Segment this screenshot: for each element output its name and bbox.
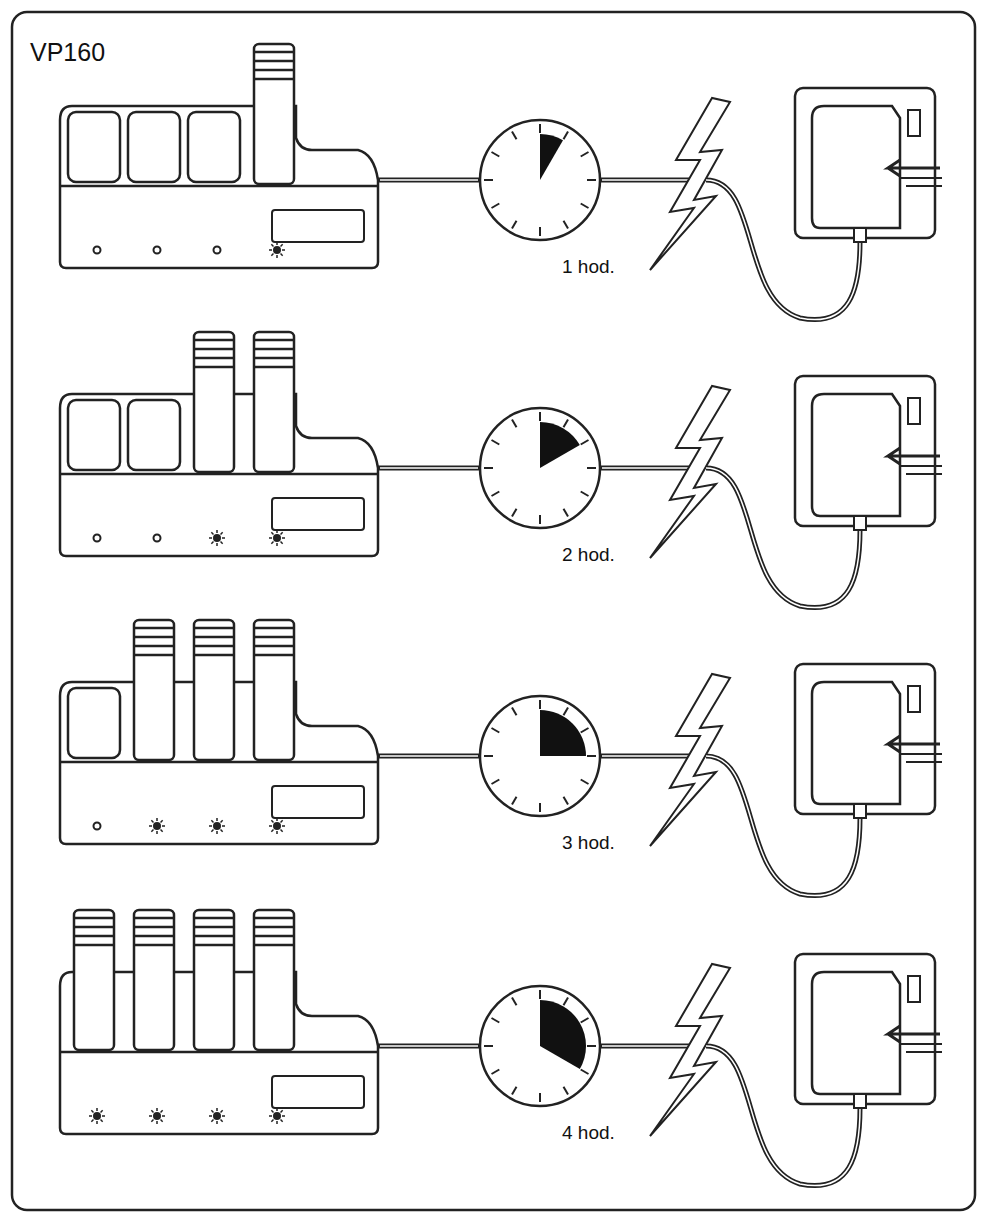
time-label: 2 hod.	[560, 544, 617, 566]
charging-row	[60, 332, 942, 608]
charging-row	[60, 910, 942, 1186]
time-label: 4 hod.	[560, 1122, 617, 1144]
time-label: 3 hod.	[560, 832, 617, 854]
charging-row	[60, 44, 942, 320]
model-title: VP160	[30, 38, 105, 67]
time-label: 1 hod.	[560, 256, 617, 278]
charging-row	[60, 620, 942, 896]
